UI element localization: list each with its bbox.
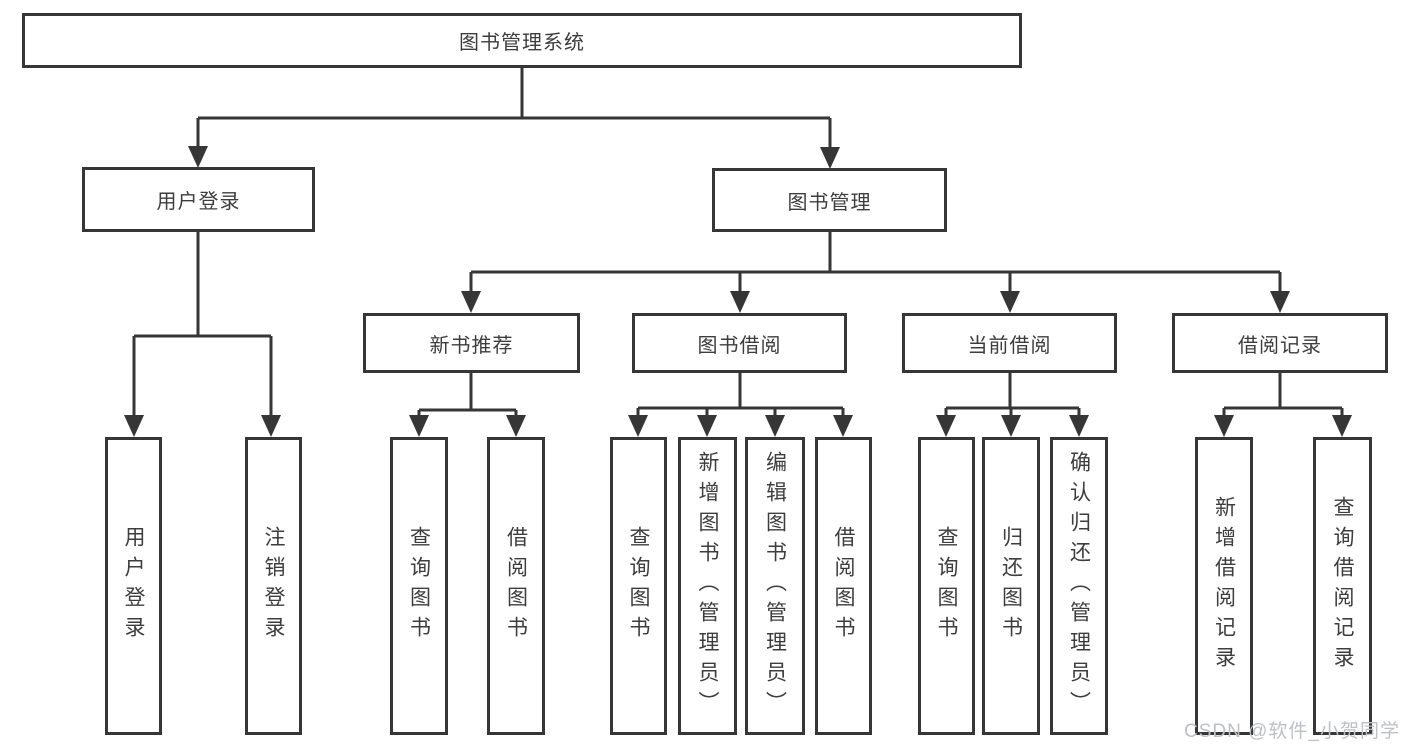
leaf-query-books-recommend: 查询图书	[390, 437, 448, 735]
node-borrowing-records: 借阅记录	[1172, 313, 1388, 373]
leaf-query-books-current-label: 查询图书	[935, 526, 958, 646]
leaf-user-login-label: 用户登录	[122, 526, 145, 646]
node-user-login: 用户登录	[82, 167, 315, 232]
leaf-return-books-label: 归还图书	[999, 526, 1023, 646]
leaf-confirm-return-admin: 确认归还（管理员）	[1050, 437, 1108, 735]
node-book-borrowing-label: 图书借阅	[697, 334, 782, 357]
leaf-query-books-current: 查询图书	[918, 437, 975, 735]
leaf-borrow-books-borrowing-label: 借阅图书	[832, 526, 855, 646]
leaf-add-books-admin-label: 新增图书（管理员）	[696, 451, 719, 721]
node-new-book-recommend: 新书推荐	[363, 313, 580, 373]
leaf-return-books: 归还图书	[982, 437, 1040, 735]
node-borrowing-records-label: 借阅记录	[1238, 334, 1322, 357]
node-new-book-recommend-label: 新书推荐	[429, 334, 514, 357]
node-book-borrowing: 图书借阅	[632, 313, 847, 373]
leaf-query-borrow-record-label: 查询借阅记录	[1331, 496, 1354, 676]
leaf-add-borrow-record: 新增借阅记录	[1195, 437, 1253, 735]
leaf-borrow-books-recommend-label: 借阅图书	[504, 526, 528, 646]
leaf-logout: 注销登录	[245, 437, 302, 735]
leaf-add-borrow-record-label: 新增借阅记录	[1212, 496, 1236, 676]
leaf-edit-books-admin-label: 编辑图书（管理员）	[763, 451, 787, 721]
node-root-library-management-system: 图书管理系统	[22, 13, 1022, 68]
leaf-logout-label: 注销登录	[262, 526, 285, 646]
node-root-label: 图书管理系统	[459, 32, 585, 54]
node-book-management-label: 图书管理	[787, 191, 872, 214]
arrowheads	[124, 146, 1352, 437]
csdn-watermark: CSDN @软件_小贺同学	[1184, 721, 1400, 742]
leaf-query-books-borrowing: 查询图书	[610, 437, 667, 735]
leaf-query-books-recommend-label: 查询图书	[407, 526, 431, 646]
node-current-borrowing-label: 当前借阅	[967, 334, 1052, 357]
node-book-management: 图书管理	[712, 168, 947, 232]
leaf-borrow-books-borrowing: 借阅图书	[815, 437, 872, 735]
leaf-edit-books-admin: 编辑图书（管理员）	[745, 437, 805, 735]
leaf-query-books-borrowing-label: 查询图书	[627, 526, 650, 646]
leaf-user-login: 用户登录	[105, 437, 162, 735]
node-current-borrowing: 当前借阅	[902, 313, 1117, 373]
node-user-login-label: 用户登录	[156, 191, 241, 213]
leaf-borrow-books-recommend: 借阅图书	[487, 437, 545, 735]
leaf-add-books-admin: 新增图书（管理员）	[678, 437, 737, 735]
leaf-query-borrow-record: 查询借阅记录	[1313, 437, 1372, 735]
leaf-confirm-return-admin-label: 确认归还（管理员）	[1067, 451, 1091, 721]
